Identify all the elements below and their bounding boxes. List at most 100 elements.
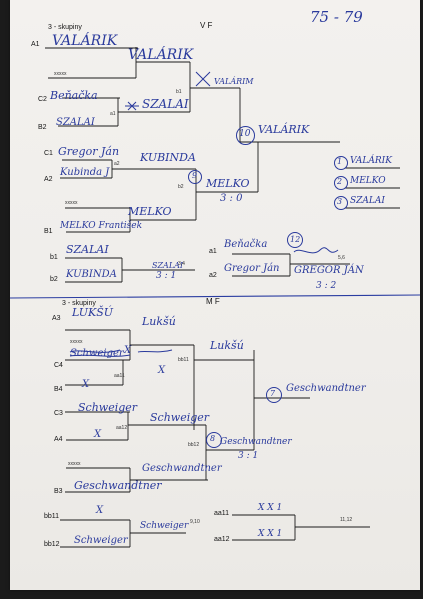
slot-b1: B1 xyxy=(44,228,53,235)
pos-910: 9,10 xyxy=(190,519,200,525)
name-schweiger-3: Schweiger xyxy=(150,411,210,424)
name-valarik-1: VALÁRIK xyxy=(52,33,118,49)
circle-8-badge xyxy=(206,432,222,448)
name-melko-2: MELKO xyxy=(206,177,250,190)
name-xx1-a: X X 1 xyxy=(258,503,283,513)
slot-b1-small: b1 xyxy=(176,89,182,95)
rank-3-num: 3 xyxy=(337,197,343,206)
name-melko-1: MELKO xyxy=(128,205,172,218)
name-luksu-1: LUKŠÚ xyxy=(72,306,113,319)
slot-c4: C4 xyxy=(54,362,63,369)
name-luksu-3: Lukšú xyxy=(210,339,244,352)
circle-7-badge xyxy=(266,387,282,403)
slot-a1-small: a1 xyxy=(110,111,116,117)
rank-2-num: 2 xyxy=(337,177,343,186)
circle-9: 9 xyxy=(192,171,198,180)
name-schweiger-4: Schweiger xyxy=(74,535,128,546)
circle-12: 12 xyxy=(290,235,301,244)
bottom-stage-label: M F xyxy=(206,297,220,306)
top-group-label: 3 - skupiny xyxy=(48,24,82,31)
score-sheet: 75 - 79 3 - skupiny V F A1 xxxxx C2 B2 C… xyxy=(10,0,420,590)
slot-a1: A1 xyxy=(31,41,40,48)
name-melko-full: MELKO František xyxy=(60,221,143,231)
name-geschw-4: Geschwandtner xyxy=(74,479,162,492)
slot-bb11-b: bb11 xyxy=(44,513,60,520)
name-kubinda-3: KUBINDA xyxy=(66,269,117,280)
pos-56: 5,6 xyxy=(338,255,345,261)
name-geschw-2: Geschwandtner xyxy=(220,437,292,447)
rank-1-badge xyxy=(334,156,348,170)
name-xx1-b: X X 1 xyxy=(258,529,283,539)
slot-aa12-b: aa12 xyxy=(214,536,230,543)
name-schweiger-struck: Schweiger xyxy=(70,348,124,359)
name-gregor-win: GREGOR JÁN xyxy=(294,265,364,276)
name-kubinda-2: KUBINDA xyxy=(140,151,196,164)
name-x-3: X xyxy=(82,379,90,390)
score-34: 3 : 1 xyxy=(156,271,177,281)
name-luksu-2: Lukšú xyxy=(142,315,176,328)
slot-c3: C3 xyxy=(54,410,63,417)
name-final-winner: VALÁRIK xyxy=(258,123,310,136)
name-szalai-win: SZALAI xyxy=(152,261,184,270)
slot-c2: C2 xyxy=(38,96,47,103)
name-x-5: X xyxy=(96,505,104,516)
circle-12-badge xyxy=(287,232,303,248)
page-number: 75 - 79 xyxy=(310,8,363,26)
rank-3-name: SZALAI xyxy=(350,196,385,206)
name-x-1: X xyxy=(124,345,132,356)
rank-1-name: VALÁRIK xyxy=(350,156,392,166)
slot-a3: A3 xyxy=(52,315,61,322)
name-szalai-1: SZALAI xyxy=(142,97,189,111)
name-benacka: Beňačka xyxy=(50,89,98,102)
pos-1112: 11,12 xyxy=(340,517,353,523)
name-gregor-2: Gregor Ján xyxy=(224,263,280,274)
name-szalai-2: SZALAI xyxy=(56,117,95,128)
slot-a4: A4 xyxy=(54,436,63,443)
name-geschw-3: Geschwandtner xyxy=(142,463,222,474)
name-benacka-2: Beňačka xyxy=(224,239,268,250)
slot-a2: A2 xyxy=(44,176,53,183)
name-schweiger-5: Schweiger xyxy=(140,521,189,531)
slot-b2: B2 xyxy=(38,124,47,131)
rank-3-badge xyxy=(334,196,348,210)
bottom-group-label: 3 - skupiny xyxy=(62,300,96,307)
slot-c1: C1 xyxy=(44,150,53,157)
score-78: 3 : 1 xyxy=(238,451,259,461)
slot-bb12: bb12 xyxy=(188,442,200,448)
slot-b4: B4 xyxy=(54,386,63,393)
name-kubinda-1: Kubinda J xyxy=(60,167,110,178)
top-stage-label: V F xyxy=(200,21,213,30)
name-szalai-3: SZALAI xyxy=(66,243,109,256)
circle-9-badge xyxy=(188,170,202,184)
slot-aa12: aa12 xyxy=(116,425,128,431)
placeholder-1: xxxxx xyxy=(54,71,67,77)
name-schweiger-2: Schweiger xyxy=(78,401,138,414)
name-valarik-2: VALÁRIK xyxy=(128,47,194,63)
name-valarik-3: VALÁRIM xyxy=(214,77,254,86)
placeholder-3: xxxxx xyxy=(70,339,83,345)
slot-b3: B3 xyxy=(54,488,63,495)
name-x-4: X xyxy=(94,429,102,440)
circle-7: 7 xyxy=(270,389,276,398)
score-final: 3 : 0 xyxy=(220,193,243,204)
rank-2-badge xyxy=(334,176,348,190)
circle-10-badge xyxy=(236,126,255,145)
placeholder-4: xxxxx xyxy=(68,461,81,467)
rank-2-name: MELKO xyxy=(350,176,386,186)
circle-8: 8 xyxy=(210,434,216,443)
rank-1-num: 1 xyxy=(337,157,343,166)
name-x-2: X xyxy=(158,365,166,376)
placeholder-2: xxxxx xyxy=(65,200,78,206)
slot-aa11: aa11 xyxy=(114,373,125,379)
slot-b2-small: b2 xyxy=(178,184,184,190)
slot-bb11: bb11 xyxy=(178,357,189,363)
slot-lower-a2: a2 xyxy=(209,272,217,279)
name-geschw-1: Geschwandtner xyxy=(286,383,366,394)
name-gregor: Gregor Ján xyxy=(58,145,120,158)
slot-lower-a1: a1 xyxy=(209,248,217,255)
slot-aa11-b: aa11 xyxy=(214,510,230,517)
score-56: 3 : 2 xyxy=(316,281,337,291)
pos-34: 3,4 xyxy=(178,261,185,267)
slot-bb12-b: bb12 xyxy=(44,541,60,548)
circle-10: 10 xyxy=(239,129,251,139)
